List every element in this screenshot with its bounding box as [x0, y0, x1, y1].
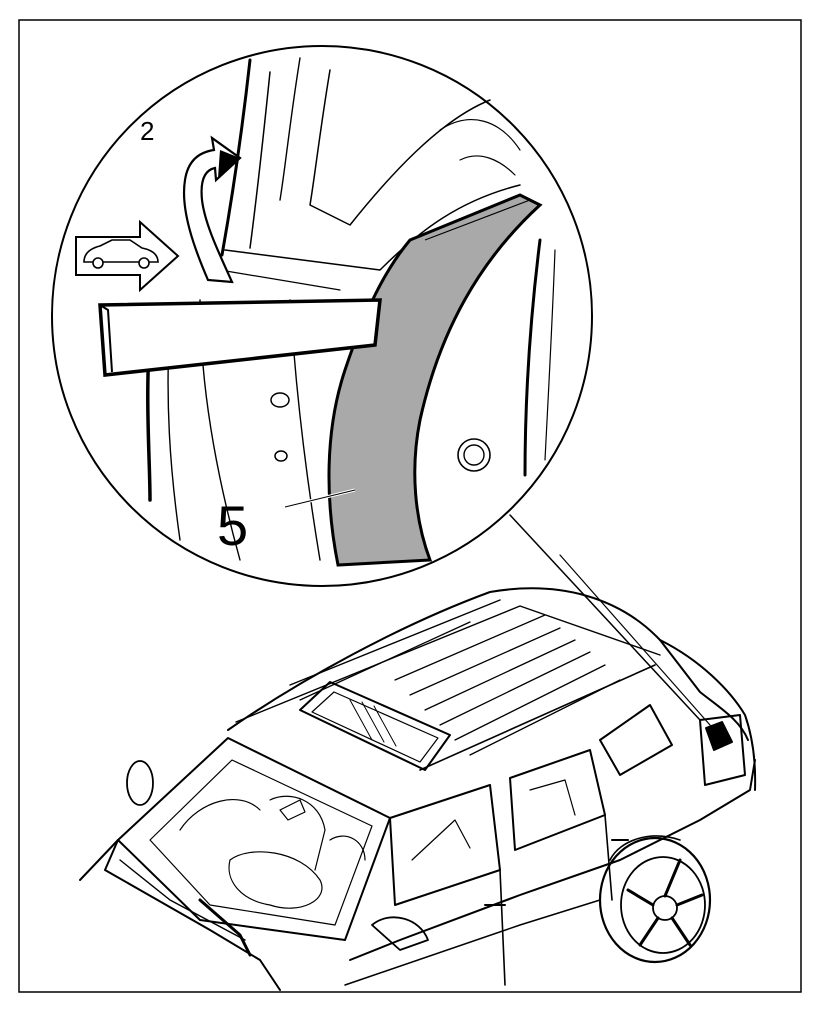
car-illustration [79, 514, 757, 991]
roof-ribs [299, 614, 621, 756]
detail-view [51, 45, 593, 587]
step-number-label: 2 [140, 116, 154, 146]
sunroof [299, 681, 451, 771]
windshield [117, 737, 391, 941]
part-number-label: 5 [217, 494, 248, 557]
car-direction-arrow-icon [75, 219, 180, 293]
side-mirror [126, 760, 154, 806]
removal-tool [98, 298, 382, 377]
side-windows [389, 704, 673, 906]
roof-outline [227, 587, 749, 741]
interior [179, 795, 366, 909]
leader-line [509, 514, 701, 721]
rear-wheel [598, 835, 712, 964]
rotate-arrow-icon [183, 135, 242, 284]
